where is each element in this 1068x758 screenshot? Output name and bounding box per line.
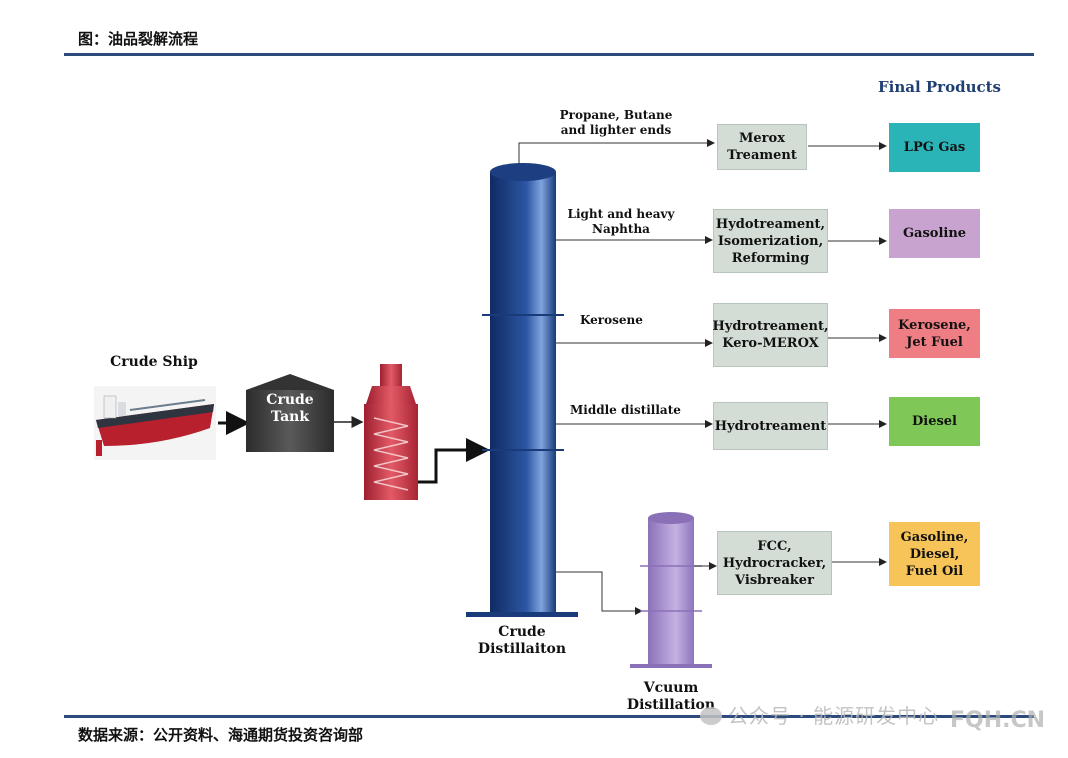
- heater-to-column-pipe: [418, 438, 490, 484]
- crude-ship-label: Crude Ship: [110, 354, 198, 370]
- crude-tank-label: Crude Tank: [266, 392, 314, 425]
- diesel-product-box: Diesel: [889, 397, 980, 446]
- middle-distillate-stream-label: Middle distillate: [570, 403, 681, 417]
- lpg-stream-line: [518, 139, 715, 164]
- bottoms-to-vacuum-line: [556, 571, 643, 615]
- vacuum-process-box: FCC, Hydrocracker, Visbreaker: [717, 531, 832, 595]
- crude-ship-icon: [94, 386, 216, 460]
- wechat-icon: [700, 707, 722, 725]
- kerosene-stream-label: Kerosene: [580, 313, 643, 327]
- kerosene-process-box: Hydrotreament, Kero-MEROX: [713, 303, 829, 367]
- fuel-oil-product-box: Gasoline, Diesel, Fuel Oil: [889, 522, 980, 586]
- furnace-heater-icon: [364, 364, 418, 500]
- lpg-product-box: LPG Gas: [889, 123, 980, 172]
- watermark-site: FQH.CN: [950, 708, 1046, 733]
- crude-distillation-label: Crude Distillaiton: [477, 624, 567, 657]
- diesel-process-box: Hydrotreament: [713, 402, 828, 450]
- gasoline-product-box: Gasoline: [889, 209, 980, 258]
- vacuum-distillation-column: [630, 512, 712, 668]
- crude-distillation-column: [466, 163, 578, 617]
- jet-fuel-product-box: Kerosene, Jet Fuel: [889, 309, 980, 358]
- naphtha-stream-label: Light and heavy Naphtha: [567, 207, 675, 236]
- watermark-text: 公众号 · 能源研发中心: [728, 704, 940, 728]
- footer-rule: [64, 715, 1034, 718]
- source-note: 数据来源：公开资料、海通期货投资咨询部: [78, 726, 364, 744]
- naphtha-process-box: Hydotreament, Isomerization, Reforming: [713, 209, 828, 273]
- vacuum-distillation-label: Vcuum Distillation: [626, 680, 716, 713]
- crude-tank-icon: [246, 374, 334, 452]
- final-products-title: Final Products: [878, 78, 1001, 96]
- merox-process-box: Merox Treament: [717, 124, 807, 170]
- lpg-stream-label: Propane, Butane and lighter ends: [559, 108, 673, 137]
- page-title: 图：油品裂解流程: [78, 30, 199, 48]
- watermark: 公众号 · 能源研发中心: [700, 700, 939, 729]
- header-rule: [64, 53, 1034, 56]
